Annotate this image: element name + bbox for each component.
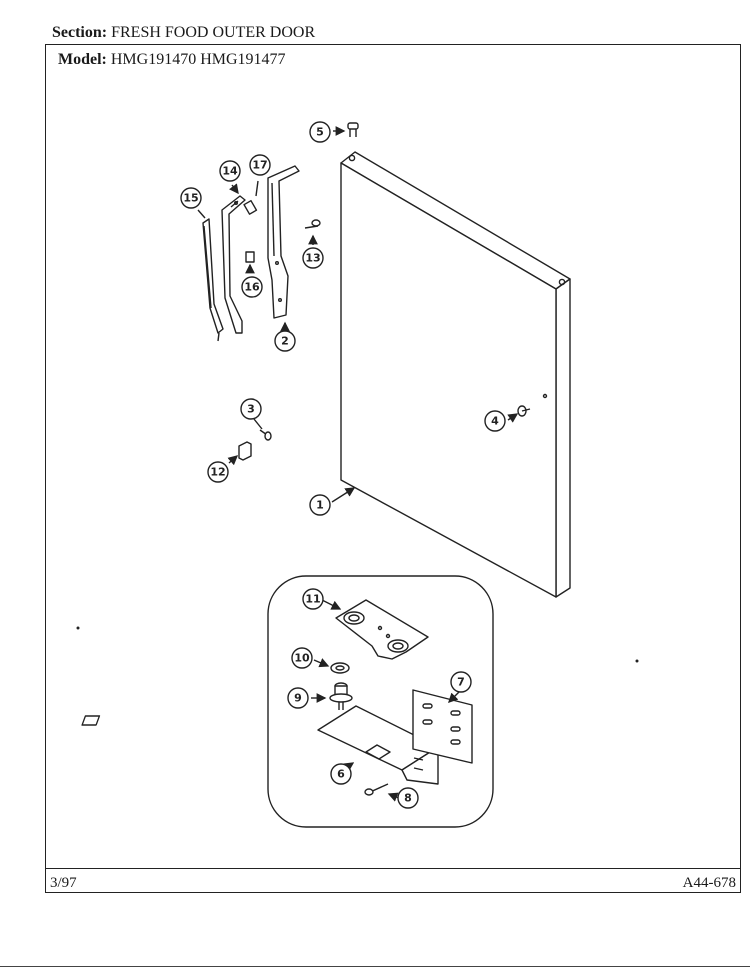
model-label: Model: — [58, 51, 107, 68]
callout-7-circle — [450, 671, 472, 693]
bracket-part-6 — [81, 705, 439, 785]
callout-17-circle — [249, 154, 271, 176]
callout-3-circle — [240, 398, 262, 420]
footer-code: A44-678 — [682, 875, 736, 891]
section-label: Section: — [52, 24, 108, 41]
callout-12-circle — [207, 461, 229, 483]
callout-2-circle — [274, 330, 296, 352]
bracket-part-14 — [221, 183, 246, 334]
washer-part-10 — [313, 658, 350, 674]
callout-3: 3 — [247, 403, 255, 416]
footer-date: 3/97 — [50, 875, 77, 891]
nut-part-16 — [245, 251, 255, 274]
callout-4: 4 — [491, 415, 499, 428]
screw-part-8 — [364, 783, 400, 802]
callout-4-circle — [484, 410, 506, 432]
callout-8: 8 — [404, 792, 412, 805]
callout-12: 12 — [210, 466, 225, 479]
screw-part-4 — [507, 405, 531, 423]
callout-14-circle — [219, 160, 241, 182]
callout-7: 7 — [457, 676, 465, 689]
footer-divider — [45, 868, 741, 869]
callout-13-circle — [302, 247, 324, 269]
callout-1-circle — [309, 494, 331, 516]
hinge-plate-part-11 — [321, 599, 429, 660]
callout-11: 11 — [305, 593, 320, 606]
callout-10: 10 — [294, 652, 310, 665]
callout-2: 2 — [281, 335, 289, 348]
screw-part-5 — [333, 122, 359, 137]
detail-inset — [267, 575, 494, 828]
callout-9-circle — [287, 687, 309, 709]
callout-5: 5 — [316, 126, 324, 139]
model-title: Model: HMG191470 HMG191477 — [58, 51, 286, 69]
section-value: FRESH FOOD OUTER DOOR — [111, 24, 316, 41]
section-title: Section: FRESH FOOD OUTER DOOR — [52, 24, 315, 42]
door-panel — [340, 151, 571, 598]
callout-16: 16 — [244, 281, 260, 294]
clip-part-12 — [227, 441, 252, 466]
callout-15-circle — [180, 187, 202, 209]
callout-1: 1 — [316, 499, 324, 512]
page-bottom-rule — [0, 966, 750, 967]
callout-13: 13 — [305, 252, 320, 265]
callout-8-circle — [397, 787, 419, 809]
shim-part-7 — [412, 689, 473, 764]
callout-11-circle — [302, 588, 324, 610]
hinge-bar-part-2 — [267, 165, 300, 332]
strip-part-15 — [197, 209, 224, 342]
callout-6-circle — [330, 763, 352, 785]
callout-17: 17 — [252, 159, 267, 172]
callout-16-circle — [241, 276, 263, 298]
callout-14: 14 — [222, 165, 238, 178]
callout-5-circle — [309, 121, 331, 143]
hinge-pin-part-9 — [311, 682, 353, 710]
callout-10-circle — [291, 647, 313, 669]
callout-9: 9 — [294, 692, 302, 705]
model-value: HMG191470 HMG191477 — [110, 51, 286, 68]
screw-part-13 — [304, 219, 321, 245]
screw-part-3 — [253, 418, 272, 441]
clip-part-17 — [243, 180, 259, 215]
callout-15: 15 — [183, 192, 198, 205]
callout-6: 6 — [337, 768, 345, 781]
diagram-frame — [45, 44, 741, 893]
